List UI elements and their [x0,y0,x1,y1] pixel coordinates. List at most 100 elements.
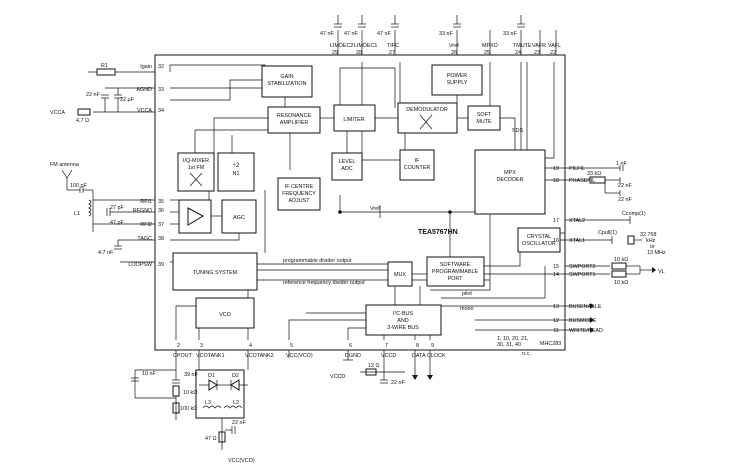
right-pin-number: 15 [553,264,559,270]
l3-label: L3 [205,400,211,406]
bottom-pin-labels: 2CPOUT3VCOTANK14VCOTANK25VCC(VCO)6DGND7V… [173,343,446,359]
vl-supply: VL [658,269,665,275]
svg-text:MUX: MUX [394,272,406,278]
signal-sds: SDS [512,128,523,134]
vccd-supply: VCCD [330,374,345,380]
svg-text:POWER: POWER [447,73,467,79]
chip-ref: MHC283 [540,341,561,347]
top-pin-number: 29 [332,50,338,56]
left-pin-name: AGND [136,87,152,93]
svg-text:AGC: AGC [233,215,245,221]
svg-text:I²C-BUS: I²C-BUS [393,311,413,317]
svg-text:N1: N1 [233,171,240,177]
left-pin-number: 38 [158,236,164,242]
left-pin-number: 35 [158,199,164,205]
top-pin-number: 23 [534,50,540,56]
cap-27pf: 27 pF [110,205,124,211]
top-pin-name: TMUTE [513,43,532,49]
cap-22nf-c: 22 nF [391,380,405,386]
svg-text:STABILIZATION: STABILIZATION [267,81,306,87]
bottom-pin-name: VCC(VCO) [286,353,313,359]
block-if-counter: IF COUNTER [399,149,435,181]
bottom-pin-number: 5 [290,343,293,349]
left-pin-name: RFI2 [140,222,152,228]
bottom-pin-name: DGND [345,353,361,359]
d1-label: D1 [208,373,215,379]
block-mpx-decoder: MPX DECODER [474,149,546,215]
right-pin-number: 13 [553,304,559,310]
signal-pilot: pilot [462,291,472,297]
svg-text:MUTE: MUTE [476,119,492,125]
l1-label: L1 [74,211,80,217]
external-left: R1 22 nF 22 µF VCCA 4.7 Ω FM antenna 100… [50,63,155,263]
bottom-pin-name: VCCD [381,353,396,359]
svg-text:IF CENTRE: IF CENTRE [285,184,314,190]
xtal-or: or [650,244,655,250]
cap-1nf: 1 nF [616,161,627,167]
d2-label: D2 [232,373,239,379]
cap-39nf: 39 nF [184,372,198,378]
svg-text:AND: AND [397,318,408,324]
right-pin-name: BUSMODE [569,318,597,324]
svg-text:DECODER: DECODER [497,177,524,183]
top-pin-name: VAFL [548,43,561,49]
r-33k: 33 kΩ [587,171,601,177]
ccomp-label: Ccomp(1) [622,211,646,217]
nc-pins-2: 30, 31, 40 [497,342,521,348]
top-pin-cap-value: 47 nF [377,31,391,37]
external-bottom: 10 nF 39 nF 10 kΩ 100 kΩ D1 D2 L3 L2 47 … [131,350,433,464]
bottom-pin-number: 6 [349,343,352,349]
r-12-ohm: 12 Ω [368,363,380,369]
cpull-label: Cpull(1) [598,230,617,236]
top-pin-cap-value: 47 nF [344,31,358,37]
vcca-supply: VCCA [50,110,65,116]
left-pin-number: 33 [158,87,164,93]
svg-text:TUNING SYSTEM: TUNING SYSTEM [193,270,238,276]
left-pin-number: 37 [158,222,164,228]
block-crystal-oscillator: CRYSTAL OSCILLATOR [517,227,561,253]
left-pin-number: 34 [158,108,164,114]
block-resonance-amplifier: RESONANCE AMPLIFIER [267,106,321,134]
left-pin-name: RFI1 [140,199,152,205]
block-tuning-system: TUNING SYSTEM [172,252,258,291]
svg-text:LIMITER: LIMITER [343,117,364,123]
bottom-pin-name: CLOCK [427,353,446,359]
svg-text:SUPPLY: SUPPLY [447,80,468,86]
right-pin-name: SWPORT1 [569,272,596,278]
bottom-pin-number: 7 [385,343,388,349]
cap-22nf-b: 22 nF [232,420,246,426]
bottom-pin-number: 8 [416,343,419,349]
bottom-pin-number: 9 [431,343,434,349]
right-pin-number: 11 [553,328,559,334]
vcc-vco-supply: VCC(VCO) [228,458,255,464]
bottom-pin-name: VCOTANK1 [196,353,225,359]
svg-text:CRYSTAL: CRYSTAL [527,234,551,240]
bottom-pin-name: DATA [412,353,426,359]
top-pin-name: Vref [449,43,459,49]
block-gain-stabilization: GAIN STABILIZATION [261,65,313,98]
left-pin-number: 32 [158,64,164,70]
cap-22nf-p1: 22 nF [618,183,632,189]
left-pin-name: Igain [140,64,152,70]
top-pin-cap-value: 47 nF [320,31,334,37]
block-i2c-bus: I²C-BUS AND 3-WIRE BUS [365,304,442,336]
svg-text:SOFTWARE: SOFTWARE [440,262,471,268]
r-47-ohm: 47 Ω [205,436,217,442]
right-pin-number: 12 [553,318,559,324]
svg-text:3-WIRE BUS: 3-WIRE BUS [387,325,419,331]
cap-100pf: 100 pF [70,183,87,189]
right-pin-name: WRITE/READ [569,328,603,334]
right-pin-name: BUSENABLE [569,304,602,310]
external-right: 1 nF 33 kΩ 22 nF 22 nF Ccomp(1) Cpull(1)… [565,161,666,333]
right-pin-number: 19 [553,166,559,172]
svg-text:GAIN: GAIN [280,74,293,80]
nc-label: n.c. [522,351,531,357]
nc-pins: 1, 10, 20, 21, [497,336,529,342]
top-pin-cap-value: 33 nF [439,31,453,37]
svg-text:IF: IF [415,158,420,164]
block-amplifier [178,199,212,234]
svg-text:VCO: VCO [219,312,231,318]
r-10k-3: 10 kΩ [183,390,197,396]
